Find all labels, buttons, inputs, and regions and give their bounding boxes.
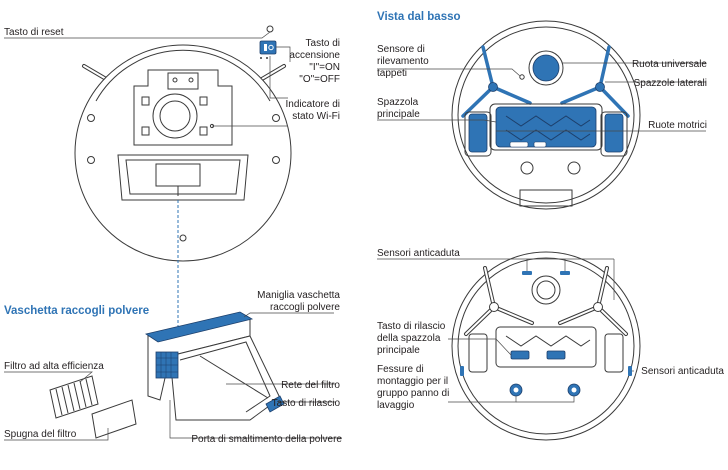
drive-wheels-label: Ruote motrici <box>648 120 707 131</box>
robot-top-view <box>74 25 292 340</box>
cliff-sensors-right-label: Sensori anticaduta <box>641 366 724 377</box>
wifi-indicator-label-2: stato Wi-Fi <box>292 111 340 122</box>
wifi-indicator-label-1: Indicatore di <box>286 99 340 110</box>
filter-net-label: Rete del filtro <box>281 380 340 391</box>
brush-release-label-1: Tasto di rilascio <box>377 321 446 332</box>
universal-wheel-label: Ruota universale <box>632 59 707 70</box>
mop-slots-label-3: gruppo panno di <box>377 388 449 399</box>
dustbin-handle-label-1: Maniglia vaschetta <box>257 290 340 301</box>
brush-release-label-2: della spazzola <box>377 333 441 344</box>
dustbin-illustration <box>49 311 285 439</box>
main-brush-label-2: principale <box>377 109 420 120</box>
filter-sponge-label: Spugna del filtro <box>4 429 77 440</box>
brush-release-label-3: principale <box>377 345 420 356</box>
mop-slots-label-4: lavaggio <box>377 400 415 411</box>
mop-slots-label-2: montaggio per il <box>377 376 448 387</box>
robot-bottom-view <box>451 20 641 210</box>
carpet-sensor-label-3: tappeti <box>377 68 407 79</box>
dustbin-handle-label-2: raccogli polvere <box>270 302 340 313</box>
bottom-view-title: Vista dal basso <box>377 11 461 23</box>
reset-button-label: Tasto di reset <box>4 27 64 38</box>
cliff-sensors-top-label: Sensori anticaduta <box>377 248 460 259</box>
mop-slots-label-1: Fessure di <box>377 364 424 375</box>
carpet-sensor-label-1: Sensore di <box>377 44 425 55</box>
hepa-filter-label: Filtro ad alta efficienza <box>4 361 104 372</box>
main-brush-label-1: Spazzola <box>377 97 419 108</box>
carpet-sensor-label-2: rilevamento <box>377 56 429 67</box>
robot-bottom-view-2 <box>451 251 641 441</box>
side-brushes-label: Spazzole laterali <box>634 78 707 89</box>
dust-disposal-port-label: Porta di smaltimento della polvere <box>191 434 342 445</box>
power-button-label-1: Tasto di <box>306 38 340 49</box>
power-button-label-3: "I"=ON <box>309 62 340 73</box>
dustbin-release-label: Tasto di rilascio <box>272 398 341 409</box>
dustbin-title: Vaschetta raccogli polvere <box>4 305 149 317</box>
power-button-label-2: accensione <box>289 50 340 61</box>
power-button-label-4: "O"=OFF <box>299 74 340 85</box>
